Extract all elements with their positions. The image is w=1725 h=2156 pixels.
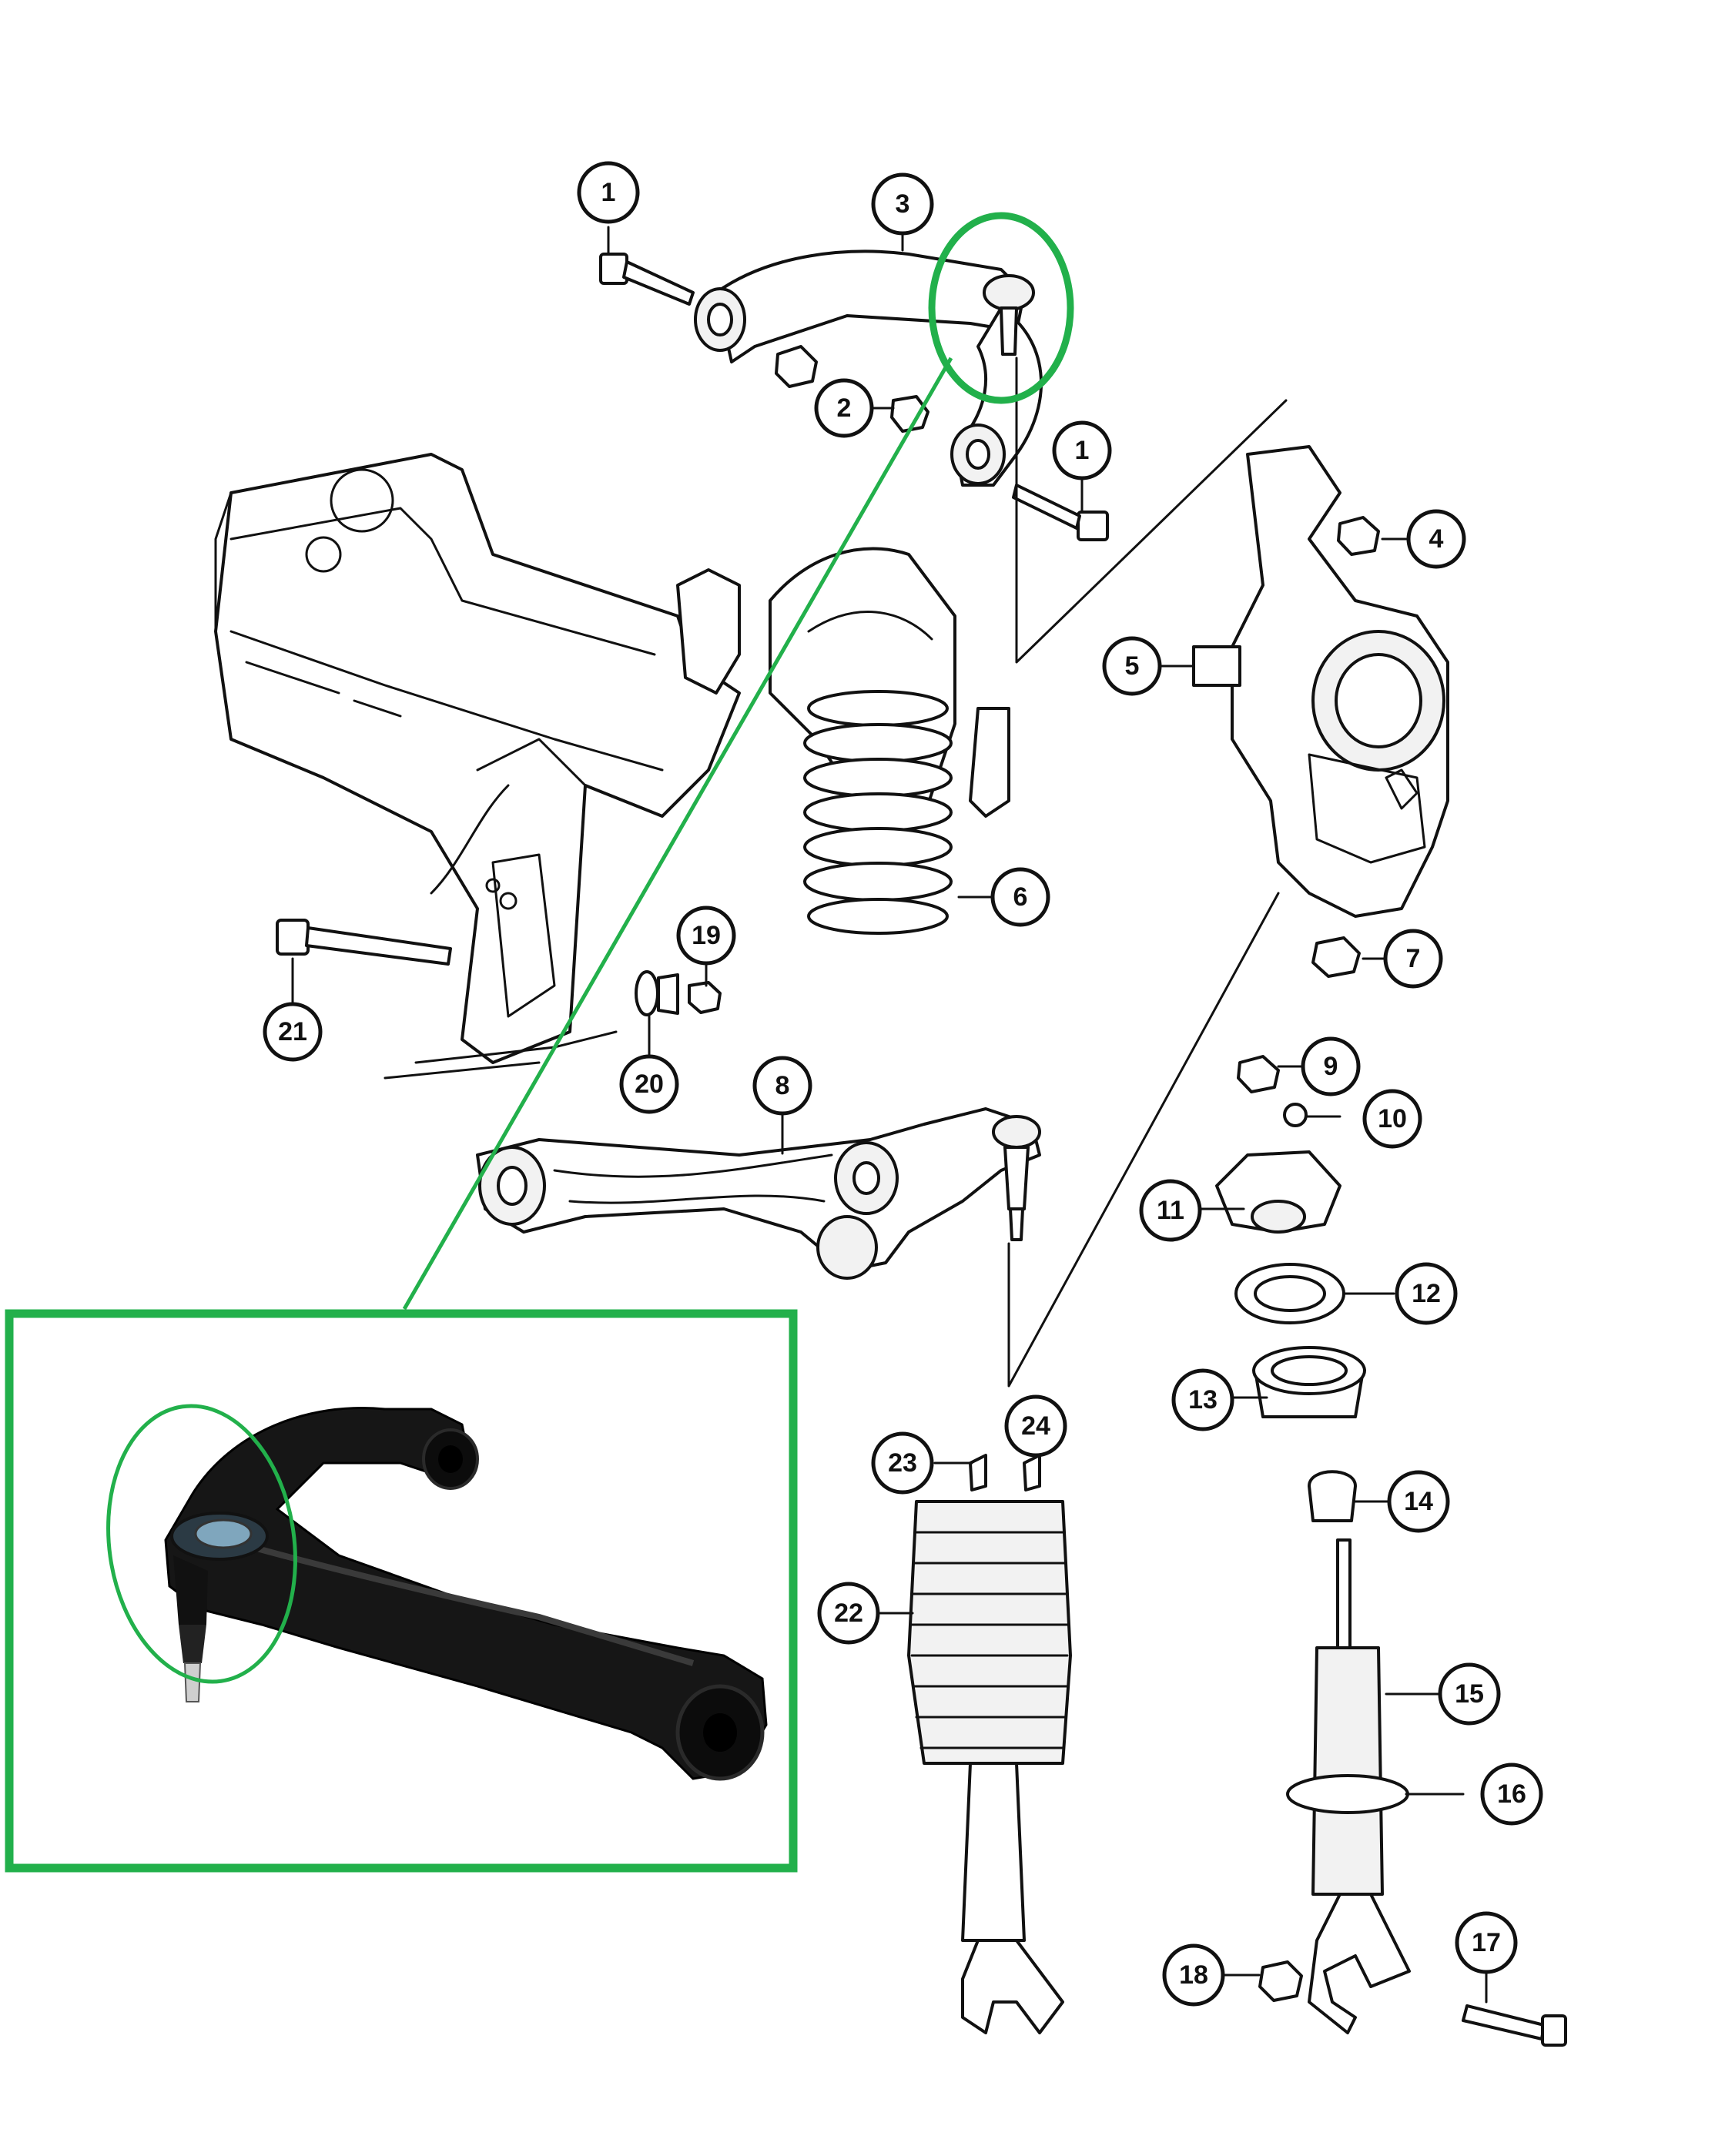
callout-12-label: 12 bbox=[1412, 1279, 1441, 1308]
callout-17-label: 17 bbox=[1472, 1928, 1501, 1957]
callout-18: 18 bbox=[1162, 1943, 1225, 2007]
callout-16-label: 16 bbox=[1497, 1779, 1526, 1809]
callout-5: 5 bbox=[1102, 636, 1162, 696]
callout-7-label: 7 bbox=[1406, 944, 1421, 973]
callout-23-label: 23 bbox=[888, 1448, 917, 1478]
callout-3: 3 bbox=[871, 172, 934, 236]
callout-14-label: 14 bbox=[1404, 1487, 1433, 1516]
callout-22: 22 bbox=[817, 1582, 880, 1645]
callout-6: 6 bbox=[990, 867, 1050, 927]
callout-14: 14 bbox=[1387, 1470, 1450, 1533]
nut-10 bbox=[1283, 1103, 1308, 1127]
callout-8-label: 8 bbox=[775, 1071, 790, 1100]
inset-frame bbox=[5, 1309, 798, 1873]
callout-19: 19 bbox=[676, 906, 736, 966]
callout-5-label: 5 bbox=[1125, 651, 1140, 681]
callout-20: 20 bbox=[619, 1054, 679, 1114]
callout-2-label: 2 bbox=[837, 393, 852, 423]
callout-15: 15 bbox=[1438, 1662, 1501, 1726]
nut-4 bbox=[1337, 516, 1380, 556]
callout-3-label: 3 bbox=[896, 189, 910, 219]
callout-11-label: 11 bbox=[1157, 1196, 1184, 1225]
callout-1b-label: 1 bbox=[1075, 436, 1090, 465]
bolt-21 bbox=[276, 919, 452, 966]
insulator-12 bbox=[1234, 1263, 1345, 1324]
callout-23: 23 bbox=[871, 1431, 934, 1495]
strut-mount-11 bbox=[1215, 1150, 1341, 1234]
coil-spring bbox=[803, 690, 953, 935]
callout-13: 13 bbox=[1171, 1368, 1234, 1431]
bolt-1-top bbox=[599, 253, 695, 306]
bolt-1-right bbox=[1012, 484, 1109, 541]
callout-21: 21 bbox=[263, 1002, 323, 1062]
callout-6-label: 6 bbox=[1013, 882, 1028, 912]
callout-4-label: 4 bbox=[1429, 524, 1444, 554]
nut-7 bbox=[1311, 936, 1361, 978]
nut-2 bbox=[775, 345, 929, 433]
callout-15-label: 15 bbox=[1455, 1679, 1484, 1709]
upper-control-arm bbox=[694, 249, 1043, 487]
callout-20-label: 20 bbox=[635, 1070, 664, 1099]
callout-1b: 1 bbox=[1052, 420, 1112, 480]
callout-22-label: 22 bbox=[834, 1599, 863, 1628]
callout-1a-label: 1 bbox=[601, 178, 616, 207]
callout-12: 12 bbox=[1395, 1262, 1458, 1325]
lower-control-arm bbox=[476, 1107, 1041, 1280]
upper-control-arm-photo bbox=[106, 1404, 768, 1781]
bolt-17 bbox=[1462, 2004, 1567, 2047]
bump-stop-14 bbox=[1308, 1470, 1357, 1522]
callout-10: 10 bbox=[1362, 1089, 1422, 1149]
callout-13-label: 13 bbox=[1188, 1385, 1218, 1414]
nut-9 bbox=[1237, 1055, 1280, 1093]
callout-24-label: 24 bbox=[1021, 1411, 1050, 1441]
callout-4: 4 bbox=[1406, 509, 1466, 569]
callout-24: 24 bbox=[1004, 1394, 1067, 1458]
callout-2: 2 bbox=[814, 378, 874, 438]
highlight-connector bbox=[402, 357, 953, 1311]
nut-18 bbox=[1258, 1960, 1303, 2002]
callout-16: 16 bbox=[1480, 1763, 1543, 1826]
callout-9-label: 9 bbox=[1324, 1052, 1338, 1081]
cam-washer-20 bbox=[635, 970, 679, 1016]
callout-17: 17 bbox=[1455, 1911, 1518, 1974]
callout-8: 8 bbox=[752, 1056, 812, 1116]
callout-1a: 1 bbox=[577, 161, 640, 224]
callout-11: 11 bbox=[1139, 1179, 1202, 1242]
shock-absorber bbox=[1286, 1538, 1411, 2034]
nut-19 bbox=[688, 981, 722, 1014]
insulator-13 bbox=[1252, 1346, 1366, 1418]
callout-21-label: 21 bbox=[278, 1017, 307, 1046]
callout-19-label: 19 bbox=[692, 921, 721, 950]
steering-knuckle bbox=[1192, 445, 1449, 918]
highlight-annotation bbox=[5, 212, 1074, 1873]
callout-9: 9 bbox=[1301, 1036, 1361, 1096]
callout-18-label: 18 bbox=[1179, 1960, 1208, 1990]
highlight-ellipse bbox=[928, 212, 1074, 404]
air-spring-assembly bbox=[907, 1454, 1072, 2034]
callout-7: 7 bbox=[1383, 929, 1443, 989]
callout-10-label: 10 bbox=[1378, 1104, 1407, 1133]
